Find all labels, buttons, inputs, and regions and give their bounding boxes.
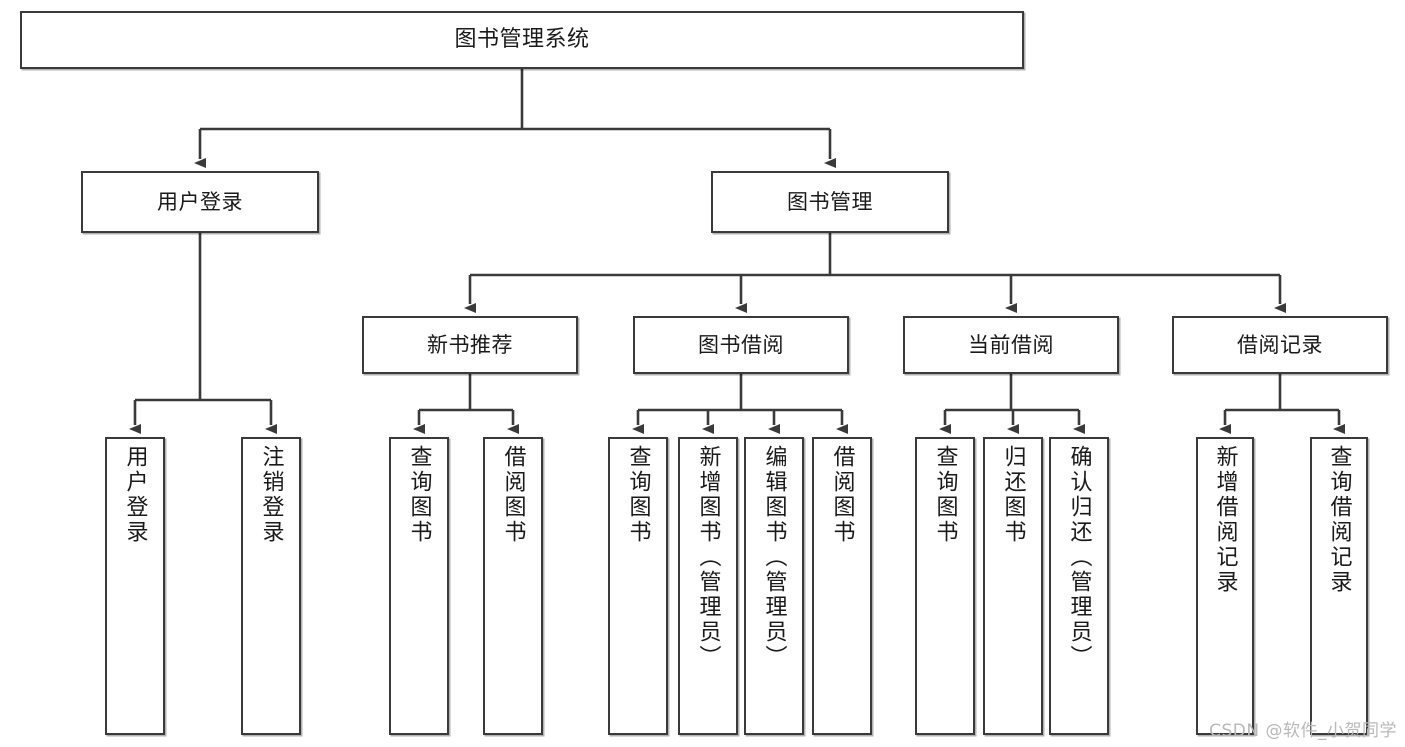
node-new-book-rec[interactable]: 新书推荐 [362,316,578,374]
node-book-borrow[interactable]: 图书借阅 [633,316,849,374]
node-label: 图书管理系统 [454,27,590,53]
node-label: 查询图书 [625,445,651,545]
node-label: 编辑图书（管理员） [761,445,787,670]
node-current-borrow[interactable]: 当前借阅 [903,316,1119,374]
node-label: 图书借阅 [698,332,784,357]
node-label: 借阅图书 [500,445,526,545]
node-label: 归还图书 [1000,445,1026,545]
node-leaf-query-book-3[interactable]: 查询图书 [915,437,975,735]
watermark-label: CSDN @软件_小贺同学 [1209,721,1397,741]
node-label: 新增借阅记录 [1212,445,1238,595]
node-leaf-edit-book[interactable]: 编辑图书（管理员） [744,437,804,735]
node-label: 查询借阅记录 [1326,445,1352,595]
node-user-login[interactable]: 用户登录 [81,171,319,233]
node-label: 借阅记录 [1237,332,1323,357]
node-leaf-user-login[interactable]: 用户登录 [105,437,165,735]
node-label: 查询图书 [932,445,958,545]
node-label: 确认归还（管理员） [1066,445,1092,670]
node-leaf-borrow-book-2[interactable]: 借阅图书 [812,437,872,735]
node-label: 新增图书（管理员） [695,445,721,670]
node-root[interactable]: 图书管理系统 [20,11,1024,69]
node-label: 借阅图书 [829,445,855,545]
node-borrow-record[interactable]: 借阅记录 [1172,316,1388,374]
node-label: 当前借阅 [968,332,1054,357]
node-leaf-add-record[interactable]: 新增借阅记录 [1196,437,1254,735]
node-label: 新书推荐 [427,332,513,357]
node-label: 注销登录 [258,445,284,545]
node-label: 图书管理 [787,189,873,214]
node-book-manage[interactable]: 图书管理 [711,171,949,233]
node-leaf-query-book-1[interactable]: 查询图书 [389,437,449,735]
node-leaf-user-logout[interactable]: 注销登录 [241,437,301,735]
node-leaf-borrow-book-1[interactable]: 借阅图书 [483,437,543,735]
node-leaf-query-record[interactable]: 查询借阅记录 [1310,437,1368,735]
node-leaf-query-book-2[interactable]: 查询图书 [608,437,668,735]
node-label: 用户登录 [157,189,243,214]
node-leaf-confirm-return[interactable]: 确认归还（管理员） [1049,437,1109,735]
node-leaf-return-book[interactable]: 归还图书 [983,437,1043,735]
node-label: 用户登录 [122,445,148,545]
node-leaf-add-book[interactable]: 新增图书（管理员） [678,437,738,735]
node-label: 查询图书 [406,445,432,545]
